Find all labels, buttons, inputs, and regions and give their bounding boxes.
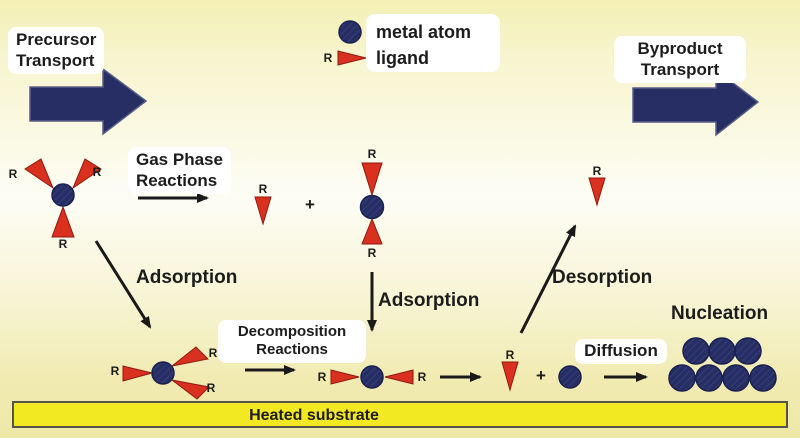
heated-substrate-bar: Heated substrate: [12, 401, 788, 428]
gas-phase-reactions-label: Gas Phase Reactions: [128, 147, 231, 195]
adsorption-left-label: Adsorption: [136, 267, 238, 288]
legend-metal-atom-label: metal atom: [376, 22, 472, 42]
r-label-adsorbed-lr: R: [206, 381, 216, 395]
r-label-adsorbed-ur: R: [208, 346, 218, 360]
desorption-label: Desorption: [552, 267, 653, 288]
desorption-arrow: [519, 224, 577, 334]
plus-sign-surface: +: [536, 366, 546, 385]
nucleation-cluster: [668, 337, 777, 392]
r-label-surface-ligand: R: [505, 348, 515, 362]
desorbed-ligand: [588, 177, 606, 207]
legend-ligand-label: ligand: [376, 48, 429, 68]
r-label-gas-ligand: R: [258, 182, 268, 196]
precursor-molecule: [24, 158, 102, 238]
precursor-transport-label: Precursor Transport: [8, 27, 105, 75]
byproduct-transport-arrow: [632, 68, 760, 137]
r-label-gas-molecule-bottom: R: [367, 246, 377, 260]
byproduct-transport-label: Byproduct Transport: [614, 36, 746, 84]
decomposition-reactions-label: Decomposition Reactions: [218, 320, 366, 363]
nucleation-label: Nucleation: [671, 303, 769, 324]
r-label-adsorbed-left: R: [110, 364, 120, 378]
adsorbed-precursor-molecule: [122, 346, 211, 400]
free-metal-atom: [558, 365, 582, 389]
r-label-desorbed-ligand: R: [592, 164, 602, 178]
legend-metal-atom-icon: [338, 20, 362, 44]
heated-substrate-label: Heated substrate: [249, 407, 379, 424]
legend-ligand-icon: [337, 50, 367, 66]
diffusion-label: Diffusion: [575, 339, 667, 364]
precursor-transport-arrow: [29, 67, 148, 136]
adsorption-left-arrow: [94, 240, 152, 329]
gas-molecule-2-ligands: [359, 162, 385, 245]
r-label-decomposed-left: R: [317, 370, 327, 384]
gas-ligand: [254, 196, 272, 226]
decomposed-surface-molecule: [330, 365, 414, 389]
plus-sign-gas-phase: +: [305, 195, 315, 214]
r-label-gas-molecule-top: R: [367, 147, 377, 161]
surface-ligand: [501, 361, 519, 392]
r-label-legend: R: [323, 51, 333, 65]
legend-box: [366, 14, 500, 72]
r-label-precursor-ul: R: [8, 167, 18, 181]
r-label-precursor-bottom: R: [58, 237, 68, 251]
r-label-decomposed-right: R: [417, 370, 427, 384]
adsorption-center-label: Adsorption: [378, 290, 480, 311]
r-label-precursor-ur: R: [92, 165, 102, 179]
